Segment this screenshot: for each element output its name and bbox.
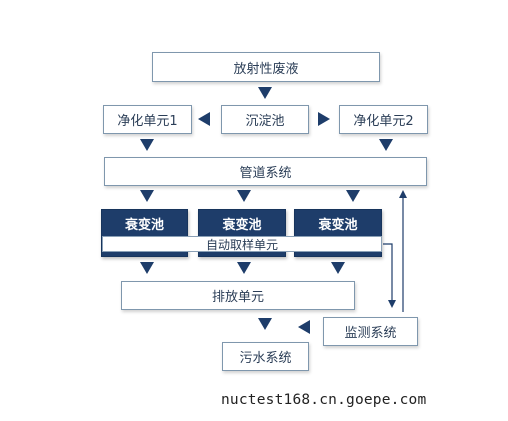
- arrow-down-icon: [388, 300, 396, 308]
- arrow-left-icon: [298, 320, 310, 334]
- arrow-down-icon: [258, 318, 272, 330]
- arrow-down-icon: [237, 262, 251, 274]
- arrow-left-icon: [198, 112, 210, 126]
- arrow-up-icon: [399, 190, 407, 198]
- decay-tank-2-label: 衰变池: [222, 218, 262, 233]
- arrow-down-icon: [258, 87, 272, 99]
- watermark-text: nuctest168.cn.goepe.com: [221, 392, 427, 408]
- arrow-down-icon: [140, 139, 154, 151]
- decay-tank-3-label: 衰变池: [318, 218, 358, 233]
- node-purification-unit-1: 净化单元1: [103, 105, 192, 134]
- arrow-down-icon: [237, 190, 251, 202]
- sampling-to-monitor-line: [383, 243, 393, 302]
- node-sedimentation-tank: 沉淀池: [221, 105, 309, 134]
- decay-tank-1-label: 衰变池: [124, 218, 164, 233]
- arrow-down-icon: [140, 190, 154, 202]
- node-purification-unit-2: 净化单元2: [339, 105, 428, 134]
- arrow-down-icon: [379, 139, 393, 151]
- node-radioactive-waste-liquid: 放射性废液: [152, 52, 380, 82]
- node-auto-sampling-unit: 自动取样单元: [102, 236, 382, 252]
- arrow-down-icon: [346, 190, 360, 202]
- arrow-down-icon: [331, 262, 345, 274]
- node-monitoring-system: 监测系统: [323, 317, 418, 346]
- arrow-down-icon: [140, 262, 154, 274]
- node-discharge-unit: 排放单元: [121, 281, 355, 310]
- arrow-right-icon: [318, 112, 330, 126]
- node-sewage-system: 污水系统: [222, 342, 309, 371]
- node-piping-system: 管道系统: [104, 157, 427, 186]
